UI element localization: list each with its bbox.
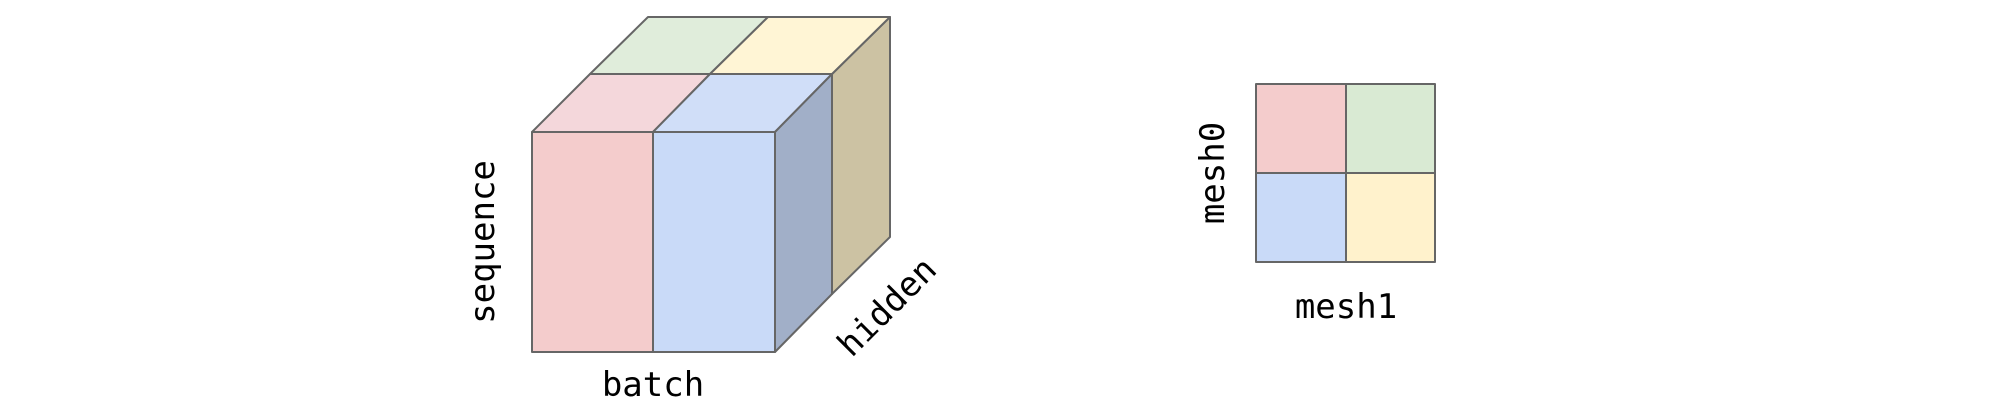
cube-front-right xyxy=(652,131,776,353)
mesh-cell-0-1 xyxy=(1345,83,1436,174)
mesh-cell-1-1 xyxy=(1345,172,1436,263)
mesh1-axis-label: mesh1 xyxy=(1295,287,1397,327)
cube-front-left xyxy=(531,131,654,353)
sequence-axis-label: sequence xyxy=(463,160,503,324)
tensor-cube xyxy=(531,16,891,353)
mesh0-axis-label: mesh0 xyxy=(1193,122,1233,224)
batch-axis-label: batch xyxy=(602,365,704,405)
device-mesh xyxy=(1255,83,1436,263)
mesh-cell-0-0 xyxy=(1255,83,1347,174)
mesh-cell-1-0 xyxy=(1255,172,1347,263)
